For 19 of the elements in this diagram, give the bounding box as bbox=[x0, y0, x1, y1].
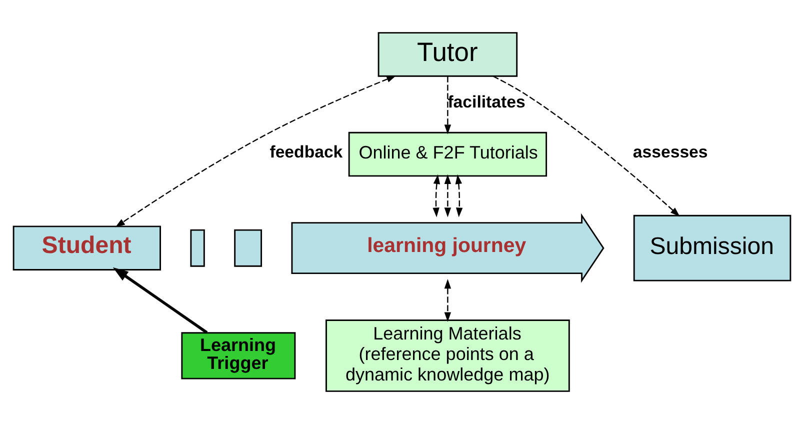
arrow bbox=[112, 267, 208, 334]
node-box bbox=[234, 229, 262, 267]
node-box: Submission bbox=[633, 214, 792, 282]
arrow bbox=[444, 76, 452, 134]
edge-label: feedback bbox=[270, 142, 343, 162]
node-box bbox=[190, 229, 205, 267]
arrow bbox=[444, 174, 452, 218]
arrow bbox=[455, 174, 463, 218]
node-box: Tutor bbox=[378, 32, 518, 77]
edge-label: assesses bbox=[632, 142, 708, 162]
node-box: Student bbox=[12, 226, 161, 270]
node-box: Learning Materials (reference points on a dynamic knowledge map) bbox=[326, 320, 570, 392]
edge-label: facilitates bbox=[448, 92, 526, 112]
arrow bbox=[432, 174, 440, 218]
node-box: Learning Trigger bbox=[181, 332, 296, 380]
arrow bbox=[492, 76, 680, 217]
arrow bbox=[115, 76, 396, 228]
arrow bbox=[444, 279, 452, 322]
node-box: Online & F2F Tutorials bbox=[348, 132, 548, 177]
